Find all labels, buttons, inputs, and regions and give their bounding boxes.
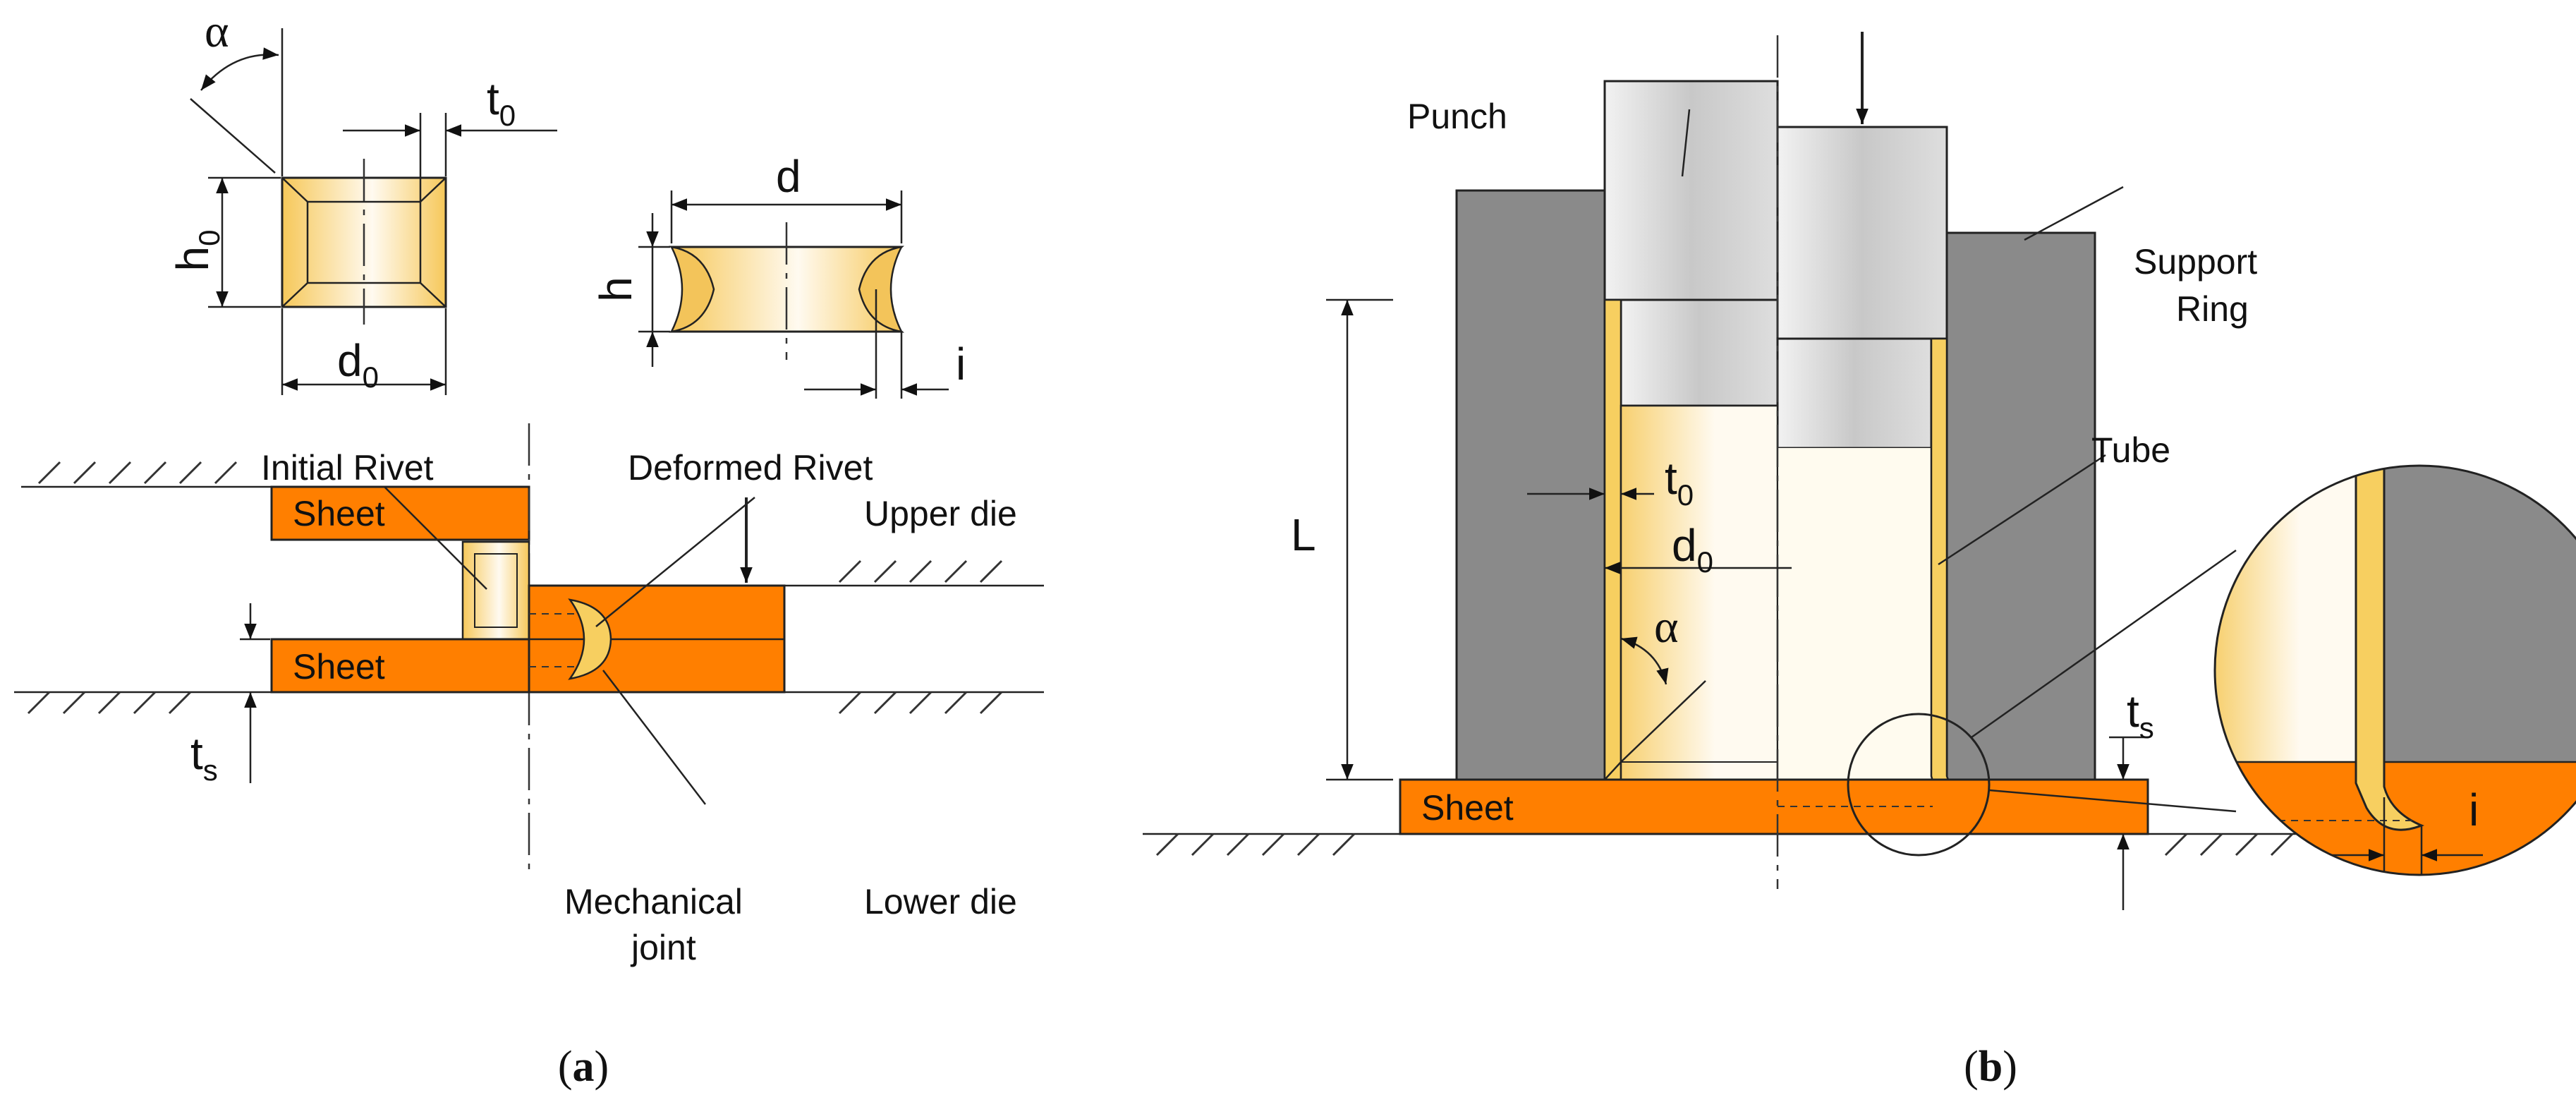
punch-label: Punch — [1407, 97, 1507, 136]
upper-sheet — [270, 485, 530, 541]
upper-die-label: Upper die — [864, 494, 1017, 533]
lower-sheet — [270, 638, 530, 694]
ts-label-b: ts — [2127, 686, 2154, 744]
initial-rivet-label: Initial Rivet — [261, 448, 434, 488]
initial-rivet-detail — [190, 28, 557, 395]
punch-left-lower — [1620, 298, 1779, 407]
support-ring-label-2: Ring — [2176, 289, 2249, 329]
panel-a: α t0 h0 d0 d h i Initial Rivet Deformed … — [14, 6, 1044, 1091]
lower-die-label: Lower die — [864, 882, 1017, 921]
zoom-detail — [2215, 466, 2576, 875]
t0-label-b: t0 — [1665, 453, 1694, 512]
initial-rivet-assembly — [461, 540, 530, 641]
L-label: L — [1291, 509, 1316, 560]
alpha-label-a: α — [205, 6, 229, 57]
tube-left-wall — [1603, 298, 1622, 781]
alpha-label-b: α — [1654, 601, 1679, 653]
deformed-rivet-label: Deformed Rivet — [628, 448, 873, 488]
h-label: h — [590, 277, 641, 302]
support-ring-right — [1945, 231, 2096, 781]
punch-right-upper — [1776, 126, 1948, 340]
joint-assembly — [14, 423, 1044, 875]
tube-interior-left — [1620, 404, 1779, 781]
sheet-label-b: Sheet — [1421, 788, 1514, 828]
d0-label-b: d0 — [1672, 520, 1713, 579]
d0-label-a: d0 — [337, 335, 379, 394]
mechanical-joint-label-2: joint — [630, 928, 696, 967]
ts-label-a: ts — [190, 728, 218, 787]
lower-sheet-label: Sheet — [293, 647, 385, 686]
tube-label: Tube — [2091, 430, 2170, 470]
i-label-a: i — [956, 339, 966, 389]
caption-a: (a) — [558, 1043, 609, 1091]
i-label-b: i — [2469, 785, 2479, 835]
support-ring-left — [1455, 189, 1606, 781]
panel-b: Punch Support Ring Tube Sheet L t0 d0 α … — [1143, 32, 2576, 1091]
d-label: d — [776, 151, 801, 202]
h0-label: h0 — [167, 230, 226, 272]
deformed-rivet-detail — [638, 190, 949, 399]
detail-circle — [1847, 713, 1991, 857]
punch-left-upper — [1603, 80, 1779, 301]
support-ring-label-1: Support — [2134, 242, 2257, 282]
punch-right-lower — [1776, 337, 1933, 449]
mechanical-joint-label-1: Mechanical — [564, 882, 743, 921]
upper-sheet-label: Sheet — [293, 494, 385, 533]
t0-label-a: t0 — [487, 73, 516, 132]
caption-b: (b) — [1964, 1043, 2017, 1091]
tube-interior-right — [1778, 448, 1931, 780]
sheet-b — [1399, 778, 2149, 835]
